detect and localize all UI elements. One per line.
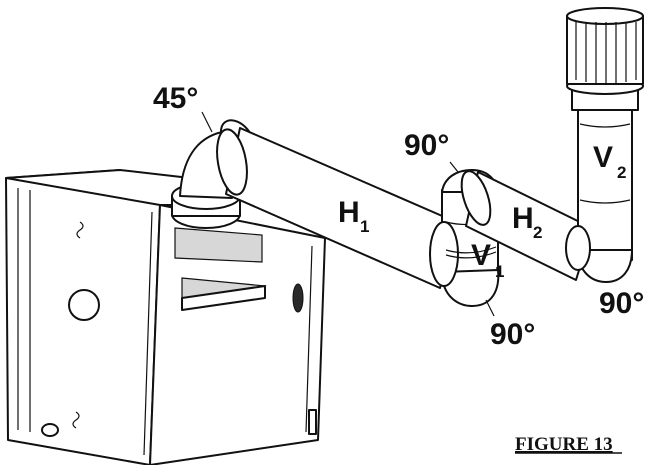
label-h2-sub: 2 (533, 223, 542, 242)
louvre-vent-lip (181, 285, 266, 311)
label-90-degree-top: 90° (404, 129, 449, 162)
pipe-h1-coupler (216, 128, 248, 196)
elbow-90-bottom-joint (429, 221, 459, 287)
label-v2: V (593, 141, 613, 174)
elbow-90-right-joint (565, 225, 591, 271)
label-v1: V (471, 239, 491, 272)
label-90-degree-right: 90° (599, 287, 644, 320)
label-h1: H (338, 196, 360, 229)
adaptor-box (174, 227, 263, 263)
cabinet-bottom-slot (308, 409, 317, 435)
cabinet-small-oval (41, 423, 59, 437)
pipe-v2-seam (579, 199, 631, 204)
label-v2-sub: 2 (617, 163, 626, 182)
leader-90-bottom (485, 299, 495, 317)
pipe-h2-coupler (460, 170, 492, 226)
cap-grille (575, 22, 637, 83)
leader-45 (201, 111, 213, 133)
label-v1-sub: 1 (495, 262, 504, 281)
pipe-h2 (460, 170, 593, 281)
clip-icon (76, 221, 84, 239)
clip-icon (72, 411, 80, 429)
cabinet-edge-line (305, 245, 313, 433)
cabinet-edge-line (143, 211, 153, 456)
cabinet-side-slot (292, 283, 304, 313)
leader-90-top (449, 161, 459, 173)
cap-top (566, 7, 644, 25)
cabinet-round-port (68, 289, 100, 321)
pipe-v1-seam (445, 251, 497, 259)
pipe-v2-seam (579, 123, 631, 128)
pipe-v1-seam (445, 246, 497, 254)
cabinet-front-panel (149, 204, 326, 465)
label-h1-sub: 1 (360, 217, 369, 236)
cap-body (566, 15, 644, 85)
figure-caption: FIGURE 13 (515, 434, 613, 455)
stove-cabinet (5, 169, 326, 465)
label-h2: H (512, 202, 534, 235)
label-45-degree: 45° (153, 82, 198, 115)
vent-cap (566, 7, 644, 95)
pipe-v2 (565, 87, 639, 283)
pipe-h1 (216, 127, 457, 289)
elbow-90-bottom (441, 269, 500, 307)
label-90-degree-bottom: 90° (490, 318, 535, 351)
